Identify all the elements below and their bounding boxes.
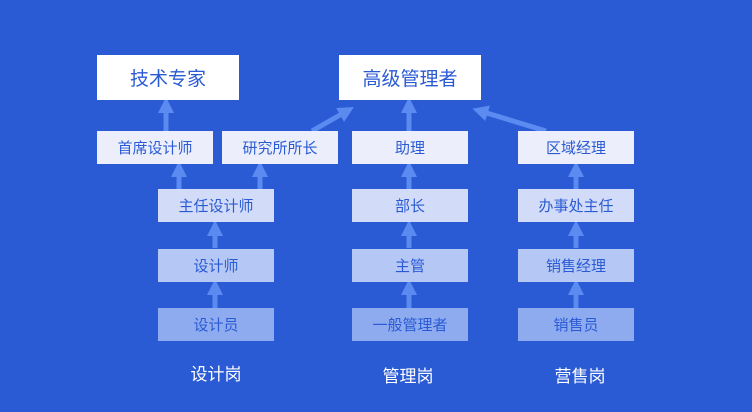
box-office-director: 办事处主任 bbox=[518, 189, 634, 222]
box-junior-designer: 设计员 bbox=[158, 308, 274, 341]
track-label-sales: 营售岗 bbox=[554, 367, 606, 387]
box-sales-rep: 销售员 bbox=[518, 308, 634, 341]
box-designer: 设计师 bbox=[158, 249, 274, 282]
box-minister: 部长 bbox=[352, 189, 468, 222]
box-research-director: 研究所所长 bbox=[222, 131, 338, 164]
box-regional-manager: 区域经理 bbox=[518, 131, 634, 164]
box-chief-designer: 首席设计师 bbox=[97, 131, 213, 164]
box-lead-designer: 主任设计师 bbox=[158, 189, 274, 222]
box-senior-manager: 高级管理者 bbox=[339, 55, 481, 100]
box-general-manager: 一般管理者 bbox=[352, 308, 468, 341]
box-sales-manager: 销售经理 bbox=[518, 249, 634, 282]
arrow-regional-to-senior bbox=[472, 105, 547, 134]
track-label-design: 设计岗 bbox=[190, 365, 242, 385]
box-assistant: 助理 bbox=[352, 131, 468, 164]
arrow-research-to-senior bbox=[310, 107, 354, 134]
box-tech-expert: 技术专家 bbox=[97, 55, 239, 100]
track-label-management: 管理岗 bbox=[382, 367, 434, 387]
box-supervisor: 主管 bbox=[352, 249, 468, 282]
